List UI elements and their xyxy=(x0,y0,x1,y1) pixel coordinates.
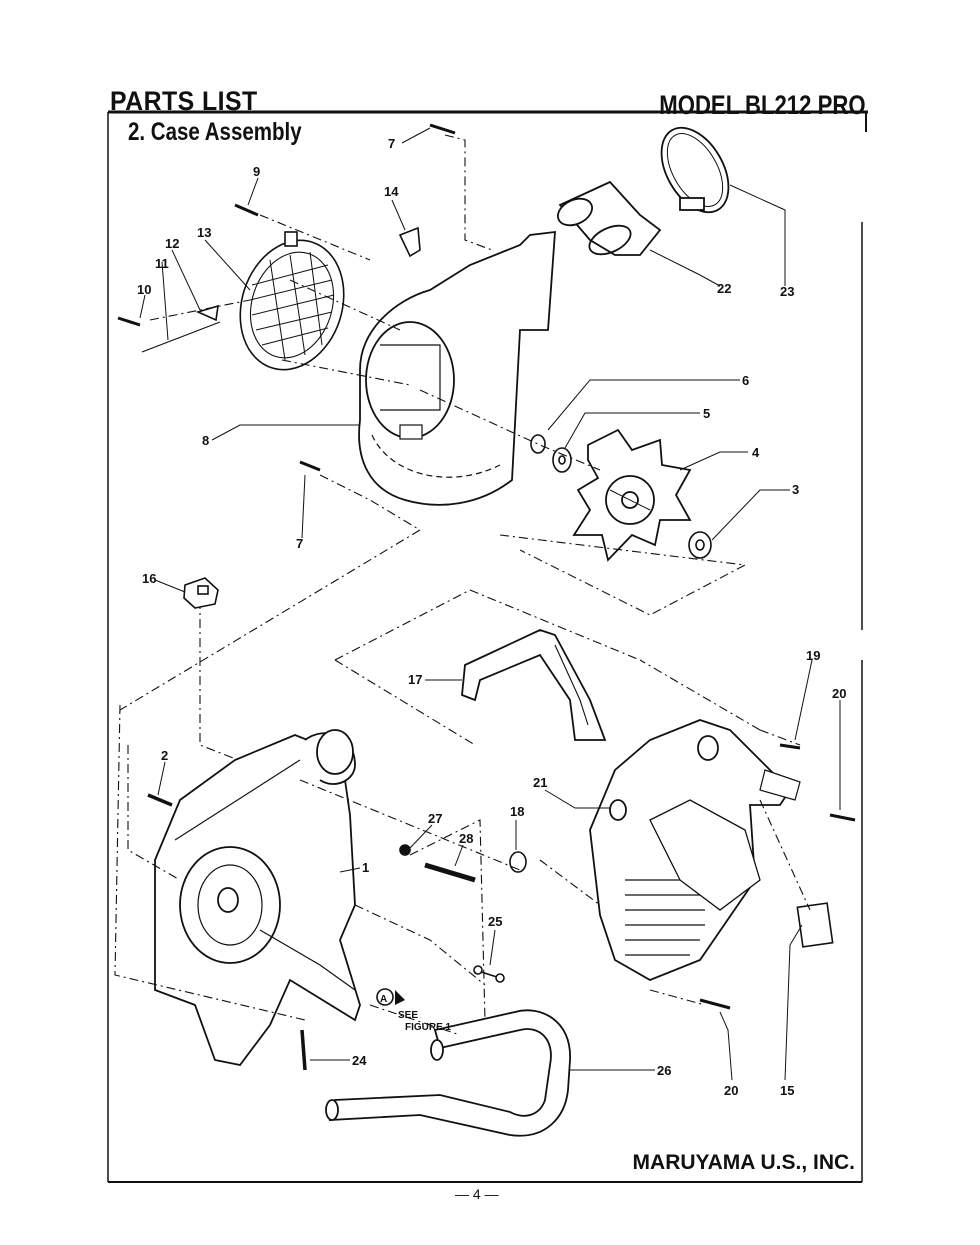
see-figure-reference: A SEE FIGURE 1 xyxy=(376,988,452,1033)
callout-17: 17 xyxy=(408,672,422,687)
callout-7-top: 7 xyxy=(388,136,395,151)
callout-5: 5 xyxy=(703,406,710,421)
callout-21: 21 xyxy=(533,775,547,790)
page-frame xyxy=(107,110,868,1183)
callout-22: 22 xyxy=(717,281,731,296)
callout-13: 13 xyxy=(197,225,211,240)
air-cleaner-cover xyxy=(589,719,801,981)
callout-28: 28 xyxy=(459,831,473,846)
reference-see: SEE xyxy=(398,1010,418,1021)
callout-27: 27 xyxy=(428,811,442,826)
fan-cover-case xyxy=(358,230,556,506)
main-case xyxy=(154,729,361,1066)
model-heading: MODEL BL212 PRO xyxy=(659,90,866,120)
small-parts-upper xyxy=(117,123,456,472)
lower-leader-lines xyxy=(114,589,811,1036)
callout-20-right: 20 xyxy=(832,686,846,701)
upper-leader-lines xyxy=(119,134,747,801)
callout-2: 2 xyxy=(161,748,168,763)
callout-6: 6 xyxy=(742,373,749,388)
callout-leaders-upper xyxy=(139,127,790,541)
callout-15: 15 xyxy=(780,1083,794,1098)
fan-impeller xyxy=(572,428,692,562)
callout-25: 25 xyxy=(488,914,502,929)
reference-marker: A xyxy=(380,994,387,1005)
callout-16: 16 xyxy=(142,571,156,586)
callout-1: 1 xyxy=(362,860,369,875)
washers-and-nut xyxy=(530,434,712,559)
callout-20-bottom: 20 xyxy=(724,1083,738,1098)
page-number: — 4 — xyxy=(455,1186,499,1202)
callout-26: 26 xyxy=(657,1063,671,1078)
callout-10: 10 xyxy=(137,282,151,297)
handle-bracket xyxy=(461,629,607,741)
switch xyxy=(183,577,219,609)
callout-24: 24 xyxy=(352,1053,367,1068)
callout-3: 3 xyxy=(792,482,799,497)
callout-18: 18 xyxy=(510,804,524,819)
nozzle-adapter xyxy=(557,180,662,256)
callout-14: 14 xyxy=(384,184,399,199)
callout-8: 8 xyxy=(202,433,209,448)
callout-11: 11 xyxy=(155,256,169,271)
callout-leaders-lower xyxy=(154,579,841,1081)
pipe-handle xyxy=(325,1009,571,1137)
fan-grille xyxy=(239,231,345,371)
hose-clamp xyxy=(660,126,730,214)
callout-labels: 7 9 14 13 12 11 10 22 23 6 5 4 3 8 7 16 … xyxy=(137,136,846,1098)
section-title: 2. Case Assembly xyxy=(128,118,302,146)
callout-9: 9 xyxy=(253,164,260,179)
callout-19: 19 xyxy=(806,648,820,663)
callout-12: 12 xyxy=(165,236,179,251)
manufacturer-name: MARUYAMA U.S., INC. xyxy=(632,1151,855,1174)
callout-4: 4 xyxy=(752,445,760,460)
callout-7-left: 7 xyxy=(296,536,303,551)
reference-figure: FIGURE 1 xyxy=(405,1022,452,1033)
callout-23: 23 xyxy=(780,284,794,299)
